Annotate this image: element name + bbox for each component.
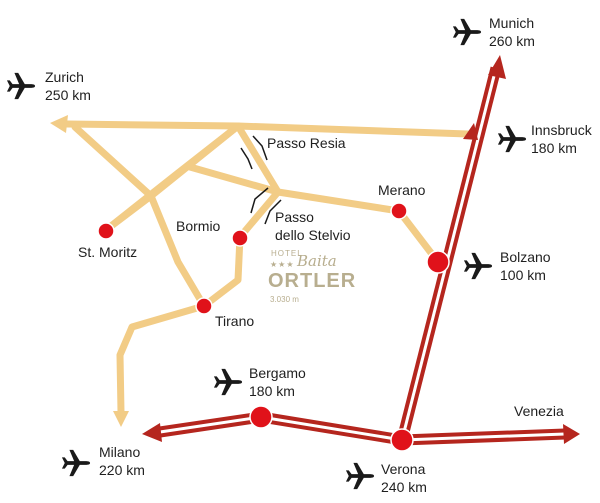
road-bormio-tirano xyxy=(200,233,244,310)
airport-distance-munich: 260 km xyxy=(489,33,535,49)
airplane-icon xyxy=(213,368,243,396)
airplane-icon xyxy=(6,72,36,100)
town-dot-tirano xyxy=(195,297,213,315)
town-dot-verona xyxy=(390,428,414,452)
hotel-script-name: Baita xyxy=(296,252,337,270)
airport-distance-bergamo: 180 km xyxy=(249,383,295,399)
arrow-innsbruck xyxy=(463,123,478,140)
town-dot-st-moritz xyxy=(97,222,115,240)
place-label-passo-resia: Passo Resia xyxy=(267,135,346,151)
airport-distance-zurich: 250 km xyxy=(45,87,91,103)
passo-resia-mark xyxy=(252,135,268,161)
arrow-munich xyxy=(488,55,506,79)
airplane-icon xyxy=(497,125,527,153)
stelvio-mark xyxy=(250,187,269,214)
airport-name-innsbruck: Innsbruck xyxy=(531,122,593,138)
hotel-name: ORTLER xyxy=(268,270,356,292)
passo-resia-mark xyxy=(240,147,253,170)
airport-name-munich: Munich xyxy=(489,15,534,31)
place-label-passo-stelvio: Passo xyxy=(275,209,314,225)
arrow-zurich xyxy=(50,115,68,133)
road-to-merano xyxy=(274,188,403,215)
stelvio-mark xyxy=(264,199,282,225)
road-arrows xyxy=(50,115,129,427)
place-label-merano: Merano xyxy=(378,182,426,198)
town-dot-bergamo xyxy=(249,405,273,429)
place-label-venezia: Venezia xyxy=(514,403,564,419)
pass-marks xyxy=(240,135,282,225)
airplane-icon xyxy=(345,462,375,490)
road-network xyxy=(63,120,472,416)
place-label-bormio: Bormio xyxy=(176,218,221,234)
arrow-milano-highway xyxy=(142,423,162,442)
airport-name-bergamo: Bergamo xyxy=(249,365,306,381)
airport-name-zurich: Zurich xyxy=(45,69,84,85)
airplane-icon xyxy=(61,449,91,477)
airport-name-milano: Milano xyxy=(99,444,140,460)
arrow-milano xyxy=(113,411,129,427)
road-tirano-milano xyxy=(116,302,208,416)
airport-distance-innsbruck: 180 km xyxy=(531,140,577,156)
hotel-stars: ★★★ xyxy=(270,260,295,269)
town-dot-bolzano xyxy=(426,250,450,274)
arrow-venezia xyxy=(563,424,580,444)
place-label-tirano: Tirano xyxy=(215,313,254,329)
airport-name-verona: Verona xyxy=(381,461,426,477)
airport-distance-milano: 220 km xyxy=(99,462,145,478)
road-inner-diagonal xyxy=(102,122,242,234)
road-zurich-diagonal xyxy=(71,123,155,200)
highway-arrows xyxy=(142,55,580,444)
airport-name-bolzano: Bolzano xyxy=(500,249,551,265)
town-dot-merano xyxy=(390,202,408,220)
hotel-logo: HOTEL ★★★ Baita ORTLER 3.030 m xyxy=(268,249,356,304)
town-dots xyxy=(97,202,450,452)
airplane-icon xyxy=(452,18,482,46)
place-label-passo-stelvio: dello Stelvio xyxy=(275,227,351,243)
airport-distance-verona: 240 km xyxy=(381,479,427,495)
airport-distance-bolzano: 100 km xyxy=(500,267,546,283)
road-top-east xyxy=(63,120,472,138)
hotel-altitude: 3.030 m xyxy=(270,295,299,304)
airplane-icon xyxy=(463,252,493,280)
road-inner-cross xyxy=(186,163,282,196)
town-dot-bormio xyxy=(231,229,249,247)
hotel-prefix: HOTEL xyxy=(271,249,303,258)
place-label-st-moritz: St. Moritz xyxy=(78,244,137,260)
road-st-moritz-to-tirano xyxy=(147,192,208,310)
